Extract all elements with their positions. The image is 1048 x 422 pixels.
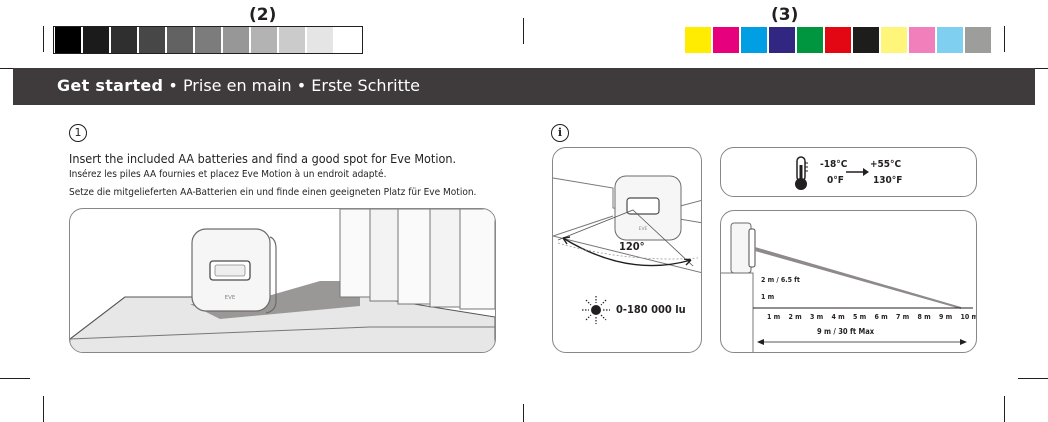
distance-tick-label: 4 m	[831, 313, 845, 321]
grayscale-swatch-bar-frame	[53, 26, 363, 54]
sun-icon	[582, 296, 610, 324]
crop-mark	[1018, 378, 1048, 379]
temp-max-fahrenheit: 130°F	[873, 175, 903, 186]
distance-tick-label: 10 m	[960, 313, 977, 321]
crop-mark	[1004, 26, 1005, 52]
step-text-de: Setze die mitgelieferten AA-Batterien ei…	[69, 187, 477, 198]
banner-title-en: Get started	[57, 76, 164, 95]
color-swatch	[769, 27, 795, 53]
color-swatch	[937, 27, 963, 53]
distance-tick-label: 7 m	[896, 313, 910, 321]
color-swatch	[965, 27, 991, 53]
banner-title-de: Erste Schritte	[311, 76, 420, 95]
device-on-shelf-illustration: EVE	[70, 209, 495, 352]
distance-tick-label: 6 m	[874, 313, 888, 321]
color-swatch	[825, 27, 851, 53]
crop-mark	[523, 18, 524, 44]
grayscale-swatch	[83, 27, 109, 53]
temp-max-celsius: +55°C	[870, 159, 902, 170]
arrow-right-icon	[846, 168, 869, 176]
color-swatch	[881, 27, 907, 53]
step-number-badge: 1	[69, 124, 87, 142]
detection-angle-card: EVE 120° 0-180 000 lu	[552, 147, 702, 353]
crop-mark	[43, 26, 44, 52]
banner-separator: •	[291, 76, 312, 95]
detection-angle-label: 120°	[619, 240, 645, 253]
distance-tick-label: 5 m	[853, 313, 867, 321]
color-swatch	[797, 27, 823, 53]
range-max-label: 9 m / 30 ft Max	[817, 327, 875, 336]
illuminance-range: 0-180 000 lu	[616, 303, 686, 316]
color-swatch	[685, 27, 711, 53]
crop-mark	[43, 396, 44, 422]
section-banner	[13, 68, 1035, 105]
grayscale-swatch	[335, 27, 361, 53]
temperature-range-card: -18°C 0°F +55°C 130°F	[720, 147, 977, 197]
grayscale-swatch	[167, 27, 193, 53]
page-number-right: (3)	[771, 5, 799, 25]
grayscale-swatch	[55, 27, 81, 53]
device-label: EVE	[639, 226, 648, 232]
grayscale-swatch	[223, 27, 249, 53]
height-low-label: 1 m	[761, 293, 775, 301]
detection-range-illustration	[721, 222, 973, 352]
banner-separator: •	[163, 76, 183, 95]
color-swatch	[853, 27, 879, 53]
grayscale-swatch	[279, 27, 305, 53]
grayscale-swatch	[139, 27, 165, 53]
detection-range-card: 2 m / 6.5 ft 1 m 1 m 2 m 3 m 4 m 5 m 6 m 7 m 8 …	[720, 210, 977, 353]
grayscale-swatch	[195, 27, 221, 53]
grayscale-swatch	[307, 27, 333, 53]
color-swatch	[713, 27, 739, 53]
distance-tick-label: 9 m	[939, 313, 953, 321]
grayscale-swatch	[111, 27, 137, 53]
height-high-label: 2 m / 6.5 ft	[761, 276, 800, 284]
info-icon: i	[551, 124, 569, 142]
distance-tick-label: 2 m	[788, 313, 802, 321]
crop-mark	[523, 404, 524, 422]
crop-mark	[0, 378, 30, 379]
device-label: EVE	[225, 295, 236, 301]
distance-tick-label: 8 m	[917, 313, 931, 321]
banner-title-fr: Prise en main	[182, 76, 292, 95]
color-swatch	[741, 27, 767, 53]
step-text-fr: Insérez les piles AA fournies et placez …	[69, 169, 387, 180]
temp-min-fahrenheit: 0°F	[827, 175, 844, 186]
step-text-en: Insert the included AA batteries and fin…	[69, 151, 457, 166]
color-swatch	[909, 27, 935, 53]
thermometer-icon	[795, 156, 808, 190]
grayscale-swatch	[251, 27, 277, 53]
distance-tick-label: 3 m	[810, 313, 824, 321]
distance-tick-label: 1 m	[767, 313, 781, 321]
placement-illustration: EVE	[69, 208, 496, 353]
banner-title: Get started • Prise en main • Erste Schr…	[57, 76, 420, 95]
page-number-left: (2)	[249, 5, 277, 25]
range-arrow	[757, 339, 967, 345]
temp-min-celsius: -18°C	[820, 159, 848, 170]
detection-angle-illustration: EVE	[553, 175, 701, 274]
crop-mark	[1004, 396, 1005, 422]
